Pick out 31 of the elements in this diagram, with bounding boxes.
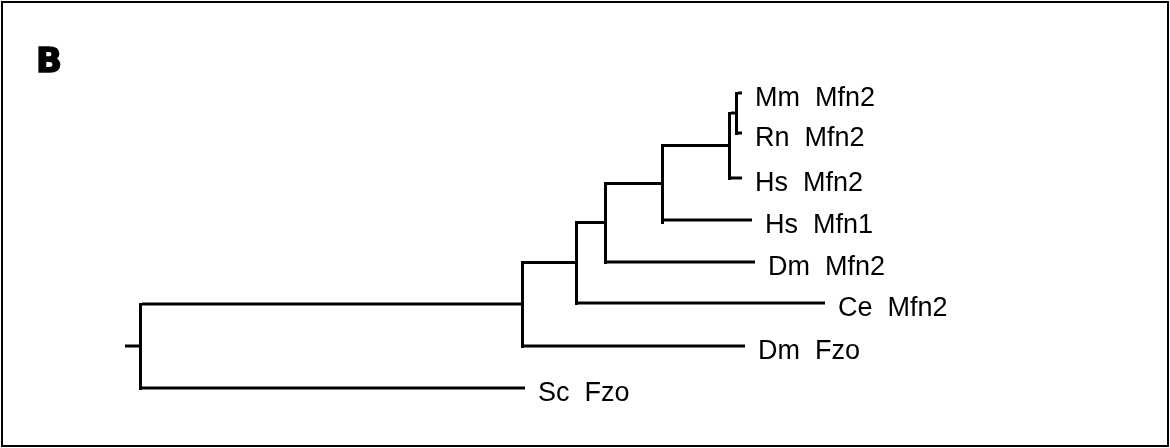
taxon-label: Hs Mfn2 xyxy=(742,165,864,199)
branch-node-bar xyxy=(728,111,731,180)
tree-branch xyxy=(738,91,742,95)
tree-branch xyxy=(731,111,735,115)
tree-branch xyxy=(524,261,575,264)
tree-branch xyxy=(664,218,752,222)
branch-node-bar xyxy=(735,91,738,135)
tree-branch xyxy=(142,386,525,390)
tree-branch xyxy=(607,260,755,264)
tree-branch xyxy=(578,221,604,224)
taxon-label: Hs Mfn1 xyxy=(752,207,874,241)
tree-branch xyxy=(738,131,742,135)
tree-branch xyxy=(578,301,825,305)
root-branch xyxy=(125,344,139,348)
branch-node-bar xyxy=(521,260,524,348)
tree-branch xyxy=(731,176,742,180)
tree-branch xyxy=(524,344,745,348)
tree-branch xyxy=(142,302,521,306)
taxon-label: Mm Mfn2 xyxy=(742,80,875,114)
panel-letter: B xyxy=(36,40,62,80)
tree-branch xyxy=(664,144,728,147)
branch-node-bar xyxy=(575,220,578,305)
taxon-label: Dm Mfn2 xyxy=(755,249,886,283)
taxon-label: Sc Fzo xyxy=(525,375,630,409)
branch-node-bar xyxy=(139,302,142,390)
branch-node-bar xyxy=(604,181,607,264)
taxon-label: Ce Mfn2 xyxy=(825,290,948,324)
tree-branch xyxy=(607,182,661,185)
taxon-label: Rn Mfn2 xyxy=(742,120,865,154)
taxon-label: Dm Fzo xyxy=(745,333,860,367)
branch-node-bar xyxy=(661,143,664,224)
